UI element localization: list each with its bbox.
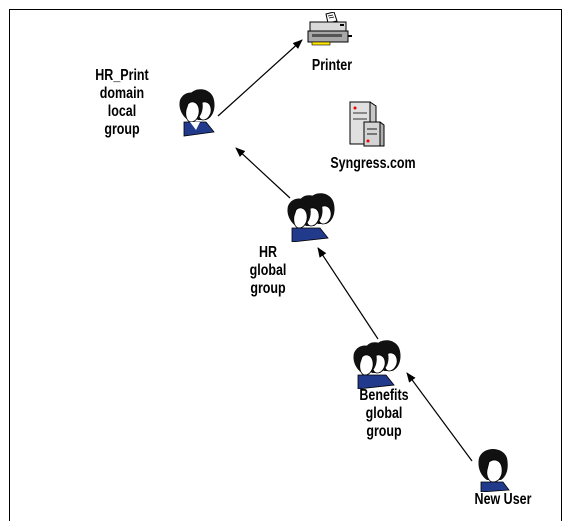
benefits-global-label: Benefits global group bbox=[359, 387, 409, 440]
server-icon bbox=[346, 100, 386, 148]
printer-icon bbox=[306, 11, 352, 48]
arrow-hr-to-hrprint bbox=[235, 147, 291, 199]
server-label: Syngress.com bbox=[330, 155, 416, 172]
arrow-benefits-to-hr bbox=[317, 247, 379, 340]
arrow-hrprint-to-printer bbox=[217, 39, 303, 117]
diagram-frame bbox=[9, 9, 562, 521]
user-icon bbox=[473, 444, 513, 493]
user-group-icon bbox=[350, 337, 404, 390]
user-group-icon bbox=[284, 190, 336, 243]
hr-print-label: HR_Print domain local group bbox=[95, 67, 149, 138]
printer-label: Printer bbox=[311, 57, 353, 74]
arrow-newuser-to-benefits bbox=[406, 372, 473, 462]
hr-global-label: HR global group bbox=[249, 244, 287, 297]
new-user-label: New User bbox=[474, 491, 532, 508]
user-group-icon bbox=[176, 86, 220, 138]
